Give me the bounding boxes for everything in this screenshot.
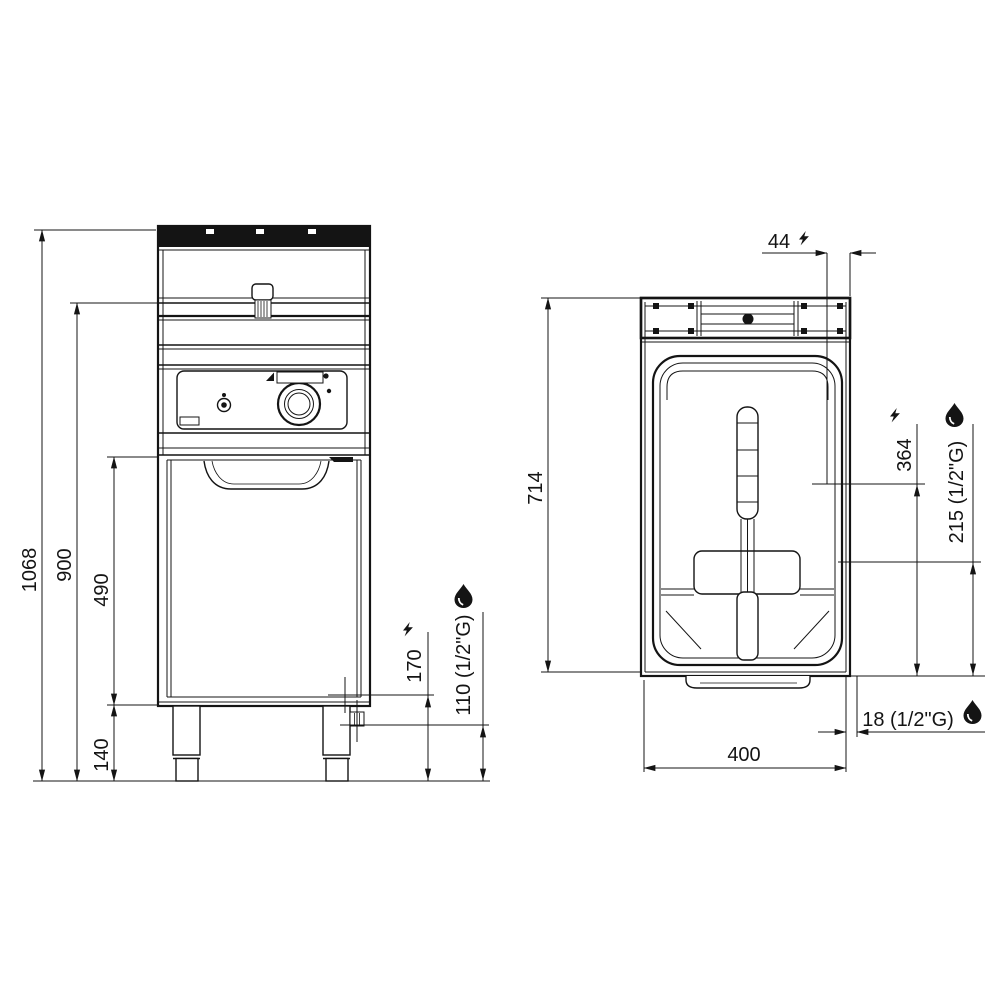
flame-mark-icon [266, 372, 274, 381]
basket-handle-front [251, 283, 274, 319]
front-view-dimensions [33, 229, 490, 782]
dim-gas-height: 110 (1/2"G) [453, 614, 475, 715]
gas-connection-mark [340, 700, 489, 742]
cabinet-door [158, 457, 370, 703]
top-rear-rail [158, 226, 370, 247]
dim-worktop-height: 900 [54, 548, 76, 581]
electric-bolt-icon [799, 231, 809, 246]
control-panel [176, 370, 348, 430]
rear-rail-plan [639, 296, 852, 343]
utility-symbols [403, 231, 982, 724]
electric-bolt-icon [403, 622, 413, 637]
front-panel-seams [158, 249, 370, 456]
brand-badge [179, 416, 200, 426]
dimension-labels: 1068 900 490 140 170 110 (1/2"G) 714 44 … [19, 231, 968, 772]
gas-drop-icon [454, 584, 473, 608]
feet [172, 705, 351, 782]
door-recess-handle [203, 460, 330, 490]
dim-feet-height: 140 [91, 738, 113, 771]
plan-view [639, 296, 981, 689]
front-lip-plan [685, 676, 811, 689]
setting-dot-icon [323, 373, 329, 379]
rail-bolt-dot [742, 313, 754, 325]
electric-connection-mark [328, 677, 434, 713]
dim-base-height: 490 [91, 573, 113, 606]
dim-gas-offset: 18 (1/2"G) [862, 709, 954, 731]
gas-drop-icon [945, 403, 964, 427]
dim-gas-depth: 215 (1/2"G) [946, 441, 968, 544]
knob-label-plate [276, 371, 324, 384]
electric-bolt-icon [890, 408, 900, 423]
front-elevation-view [156, 224, 489, 782]
plan-view-dimensions [541, 249, 985, 772]
dim-electric-height: 170 [404, 649, 426, 682]
dim-width: 400 [727, 744, 760, 766]
pilot-light-icon [216, 393, 232, 413]
setting-drop-icon [326, 388, 332, 394]
basket-handle-plan [736, 406, 759, 661]
gas-drop-icon [963, 700, 982, 724]
dim-depth: 714 [525, 471, 547, 504]
dim-electric-offset: 44 [768, 231, 790, 253]
dim-total-height: 1068 [19, 548, 41, 593]
dim-electric-depth: 364 [894, 438, 916, 471]
